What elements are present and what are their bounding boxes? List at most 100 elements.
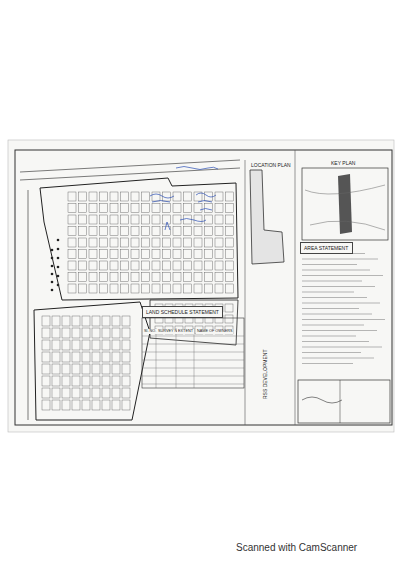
plan-title: KEY PLAN: [330, 160, 356, 166]
tree-symbol: [57, 257, 60, 260]
plot: [142, 284, 150, 293]
plot: [122, 340, 130, 350]
table-col-line: [156, 328, 157, 388]
plot: [100, 284, 108, 293]
table-row-line: [142, 360, 244, 361]
panel-divider: [245, 160, 246, 425]
plot: [194, 204, 202, 213]
plot: [82, 388, 90, 398]
plot: [152, 250, 160, 259]
note-line: [302, 281, 362, 282]
plot: [112, 316, 120, 326]
plot: [152, 192, 160, 201]
plan-title: LOCATION PLAN: [250, 162, 292, 168]
table-col-line: [194, 328, 195, 388]
note-line: [302, 270, 370, 271]
plot: [184, 273, 192, 282]
plot: [131, 215, 139, 224]
plot: [226, 215, 234, 224]
plot: [215, 238, 223, 247]
plot: [52, 364, 60, 374]
plot: [52, 388, 60, 398]
plot: [68, 261, 76, 270]
key-plan-road: [305, 185, 385, 230]
plot: [89, 227, 97, 236]
plot: [142, 204, 150, 213]
table-header: EXTENT: [177, 329, 194, 334]
plot: [110, 273, 118, 282]
plot: [122, 364, 130, 374]
plot: [184, 284, 192, 293]
plot: [102, 340, 110, 350]
plot: [122, 352, 130, 362]
plot: [142, 273, 150, 282]
plot: [42, 388, 50, 398]
plot: [100, 192, 108, 201]
plot: [121, 192, 129, 201]
plot: [142, 227, 150, 236]
plot: [68, 192, 76, 201]
plot: [121, 261, 129, 270]
plot: [122, 316, 130, 326]
note-line: [302, 286, 375, 287]
plot: [215, 284, 223, 293]
plot: [62, 364, 70, 374]
plot: [62, 352, 70, 362]
plot: [82, 364, 90, 374]
plot: [226, 273, 234, 282]
tree-symbol: [51, 249, 54, 252]
plot: [152, 238, 160, 247]
note-line: [302, 352, 361, 353]
plot: [82, 328, 90, 338]
plot: [102, 376, 110, 386]
plot: [173, 238, 181, 247]
tree-symbol: [57, 284, 60, 287]
plot: [152, 215, 160, 224]
plot: [152, 273, 160, 282]
plot: [72, 364, 80, 374]
plot: [92, 376, 100, 386]
road-line: [20, 168, 240, 180]
plot: [68, 215, 76, 224]
plot: [102, 316, 110, 326]
plot: [102, 328, 110, 338]
plot: [226, 238, 234, 247]
plot: [131, 261, 139, 270]
plot: [226, 227, 234, 236]
note-line: [302, 341, 369, 342]
plot: [215, 250, 223, 259]
plot: [163, 273, 171, 282]
plot: [68, 238, 76, 247]
site-boundary-upper: [40, 178, 238, 300]
plot: [184, 250, 192, 259]
plot: [122, 328, 130, 338]
plot: [131, 250, 139, 259]
plot: [62, 388, 70, 398]
plot: [173, 192, 181, 201]
plot: [52, 400, 60, 410]
plot: [205, 204, 213, 213]
note-line: [302, 330, 377, 331]
watermark: Scanned with CamScanner: [235, 542, 358, 554]
plot: [194, 250, 202, 259]
plot: [92, 316, 100, 326]
note-line: [302, 363, 353, 364]
plot: [194, 238, 202, 247]
plot: [72, 388, 80, 398]
plot: [163, 192, 171, 201]
note-line: [302, 308, 359, 309]
plot: [52, 352, 60, 362]
plot: [226, 261, 234, 270]
note-line: [302, 264, 357, 265]
plot: [79, 204, 87, 213]
plot: [102, 364, 110, 374]
road-line: [28, 190, 29, 420]
plot: [82, 340, 90, 350]
table-row-line: [142, 376, 244, 377]
box-heading: LAND SCHEDULE STATEMENT: [146, 309, 219, 315]
plot: [110, 192, 118, 201]
plot: [173, 273, 181, 282]
panel-divider: [295, 150, 296, 425]
plot: [163, 250, 171, 259]
